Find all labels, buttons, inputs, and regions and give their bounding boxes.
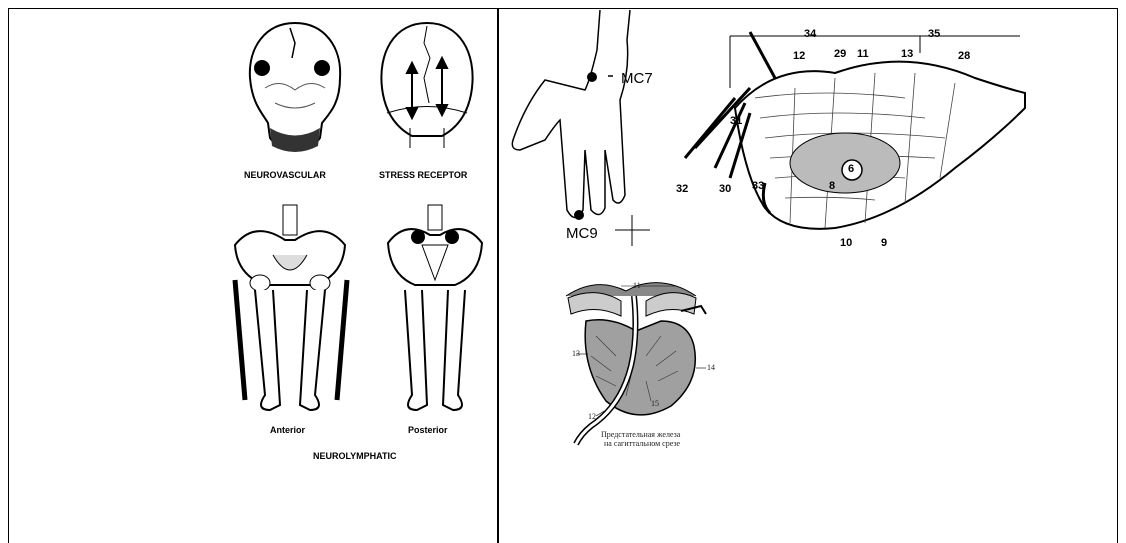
skull-front-illustration bbox=[240, 18, 350, 163]
anatomy-label-11: 11 bbox=[857, 48, 869, 60]
skull-back-illustration bbox=[372, 18, 482, 163]
label-mc7: MC7 bbox=[621, 70, 653, 87]
anatomy-label-10: 10 bbox=[840, 237, 852, 249]
label-stress-receptor: STRESS RECEPTOR bbox=[379, 170, 467, 180]
anatomy-label-9: 9 bbox=[881, 237, 887, 249]
anatomy-illustration bbox=[675, 28, 1030, 238]
anatomy-label-34: 34 bbox=[804, 28, 816, 40]
anatomy-label-31: 31 bbox=[730, 115, 742, 127]
prostate-label-15: 15 bbox=[651, 399, 659, 409]
neurovascular-point-right bbox=[314, 60, 330, 76]
neurolymphatic-point-left bbox=[411, 230, 425, 244]
mc7-point bbox=[587, 72, 597, 82]
pelvis-posterior-illustration bbox=[380, 205, 490, 425]
anatomy-label-28: 28 bbox=[958, 50, 970, 62]
prostate-label-11: 11 bbox=[633, 281, 641, 291]
hand-illustration bbox=[505, 10, 655, 230]
label-anterior: Anterior bbox=[270, 425, 305, 435]
neurolymphatic-point-right bbox=[445, 230, 459, 244]
anatomy-label-12: 12 bbox=[793, 50, 805, 62]
label-neurovascular: NEUROVASCULAR bbox=[244, 170, 326, 180]
anatomy-label-32: 32 bbox=[676, 183, 688, 195]
anatomy-label-33: 33 bbox=[752, 180, 764, 192]
prostate-label-14: 14 bbox=[707, 363, 715, 373]
panel-divider bbox=[497, 8, 499, 543]
prostate-label-13: 13 bbox=[572, 349, 580, 359]
label-posterior: Posterior bbox=[408, 425, 448, 435]
mc9-point bbox=[574, 210, 584, 220]
prostate-caption-line2: на сагиттальном срезе bbox=[604, 439, 680, 449]
neurovascular-point-left bbox=[254, 60, 270, 76]
anatomy-label-13: 13 bbox=[901, 48, 913, 60]
anatomy-label-29: 29 bbox=[834, 48, 846, 60]
anatomy-label-30: 30 bbox=[719, 183, 731, 195]
anatomy-label-8: 8 bbox=[829, 180, 835, 192]
neurolymphatic-bar-right bbox=[337, 280, 347, 400]
anatomy-label-35: 35 bbox=[928, 28, 940, 40]
pelvis-anterior-illustration bbox=[225, 205, 355, 425]
anatomy-label-6: 6 bbox=[848, 163, 854, 175]
prostate-label-12: 12 bbox=[588, 412, 596, 422]
neurolymphatic-bar-left bbox=[235, 280, 245, 400]
label-neurolymphatic: NEUROLYMPHATIC bbox=[313, 451, 397, 461]
label-mc9: MC9 bbox=[566, 225, 598, 242]
